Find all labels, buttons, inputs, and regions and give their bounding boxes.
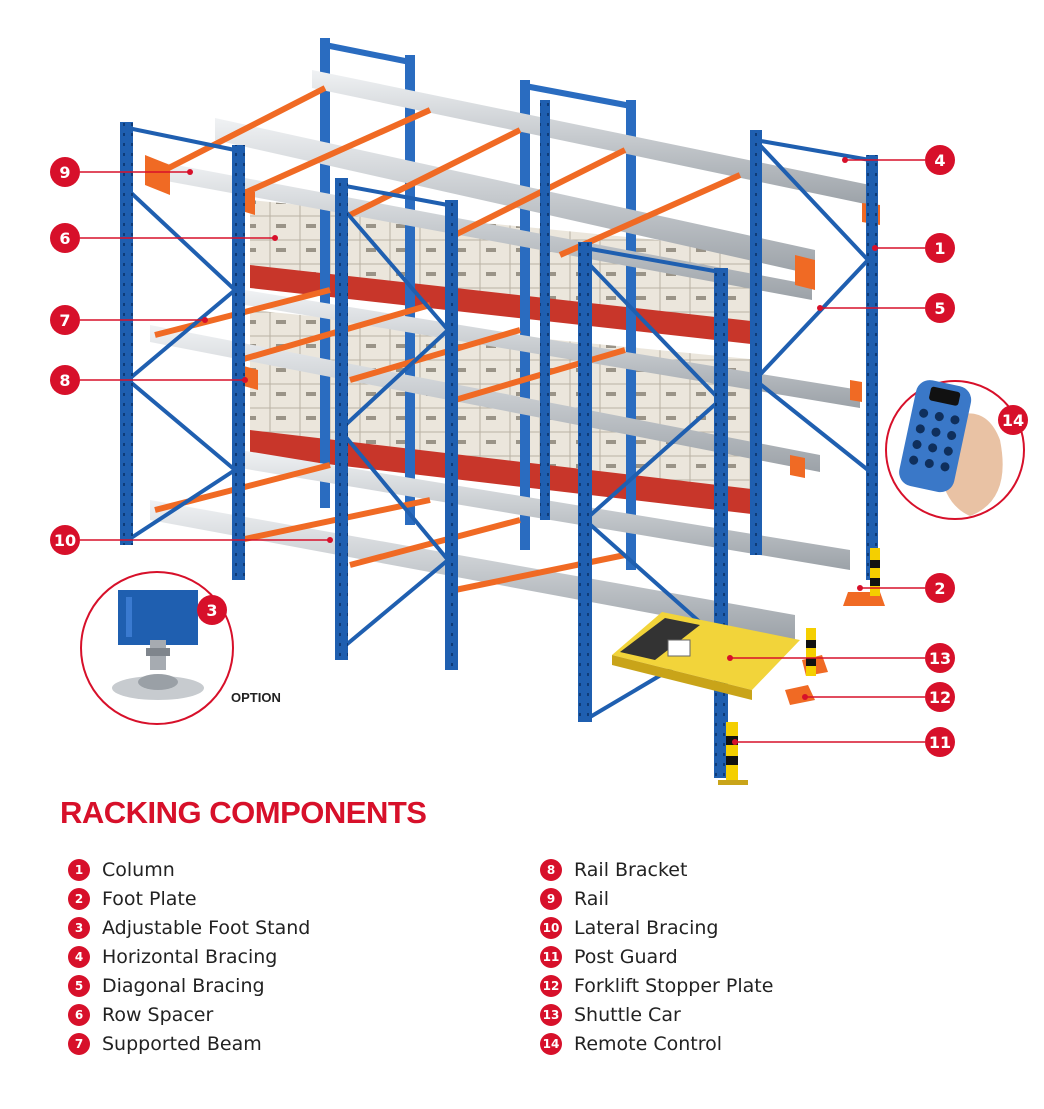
legend-item: 5 Diagonal Bracing (68, 971, 310, 1000)
legend-number: 9 (540, 887, 562, 910)
svg-text:1: 1 (934, 239, 945, 258)
rail (150, 500, 795, 640)
back-column (320, 38, 330, 508)
legend-item: 9 Rail (540, 884, 773, 913)
callout-marker: 9 (50, 157, 80, 187)
legend-label: Horizontal Bracing (102, 945, 278, 968)
callout-marker: 12 (925, 682, 955, 712)
legend-number: 10 (540, 916, 562, 939)
svg-text:10: 10 (54, 531, 76, 550)
legend-number: 11 (540, 945, 562, 968)
legend-item: 1 Column (68, 855, 310, 884)
callout-marker: 1 (925, 233, 955, 263)
racking-diagram: OPTION (50, 38, 1028, 785)
legend-left-column: 1 Column 2 Foot Plate 3 Adjustable Foot Sta… (68, 855, 310, 1058)
option-label: OPTION (231, 690, 281, 705)
legend-number: 8 (540, 858, 562, 881)
svg-text:3: 3 (206, 601, 217, 620)
callout-marker: 11 (925, 727, 955, 757)
legend-number: 13 (540, 1003, 562, 1026)
foot-stand-inset (80, 571, 234, 725)
columns (120, 100, 878, 778)
post-guards (718, 548, 880, 785)
back-column (626, 100, 636, 570)
svg-text:6: 6 (59, 229, 70, 248)
callout-marker: 3 (197, 595, 227, 625)
legend-label: Row Spacer (102, 1003, 214, 1026)
rail-top (312, 70, 870, 205)
legend-label: Supported Beam (102, 1032, 262, 1055)
legend-label: Foot Plate (102, 887, 197, 910)
legend-right-column: 8 Rail Bracket 9 Rail 10 Lateral Bracing 11… (540, 855, 773, 1058)
legend-label: Post Guard (574, 945, 678, 968)
svg-text:8: 8 (59, 371, 70, 390)
legend-label: Diagonal Bracing (102, 974, 265, 997)
legend-label: Adjustable Foot Stand (102, 916, 311, 939)
rail (150, 325, 820, 472)
legend-number: 14 (540, 1032, 562, 1055)
svg-text:9: 9 (59, 163, 70, 182)
legend-item: 12 Forklift Stopper Plate (540, 971, 773, 1000)
callout-marker: 10 (50, 525, 80, 555)
callout-marker: 14 (998, 405, 1028, 435)
callout-marker: 5 (925, 293, 955, 323)
rail (150, 160, 812, 300)
legend-item: 4 Horizontal Bracing (68, 942, 310, 971)
callout-marker: 8 (50, 365, 80, 395)
callout-marker: 13 (925, 643, 955, 673)
callout-lines (80, 159, 925, 743)
back-frame-top (524, 83, 632, 109)
legend-item: 7 Supported Beam (68, 1029, 310, 1058)
section-title: RACKING COMPONENTS (60, 795, 427, 830)
legend-item: 14 Remote Control (540, 1029, 773, 1058)
legend-item: 10 Lateral Bracing (540, 913, 773, 942)
back-column (520, 80, 530, 550)
legend-item: 8 Rail Bracket (540, 855, 773, 884)
callout-marker: 6 (50, 223, 80, 253)
svg-text:5: 5 (934, 299, 945, 318)
svg-text:14: 14 (1002, 411, 1024, 430)
legend-label: Column (102, 858, 175, 881)
svg-text:7: 7 (59, 311, 70, 330)
svg-text:13: 13 (929, 649, 951, 668)
legend-number: 2 (68, 887, 90, 910)
legend-number: 4 (68, 945, 90, 968)
legend-label: Remote Control (574, 1032, 723, 1055)
legend-item: 2 Foot Plate (68, 884, 310, 913)
back-frame-top (324, 42, 411, 65)
racking-structure (120, 38, 885, 785)
rail (215, 118, 815, 275)
legend-label: Shuttle Car (574, 1003, 681, 1026)
shuttle-car-graphic (612, 612, 800, 700)
legend-label: Rail (574, 887, 609, 910)
remote-control-inset (885, 380, 1025, 520)
legend-label: Forklift Stopper Plate (574, 974, 774, 997)
callout-marker: 2 (925, 573, 955, 603)
stopper-plate (785, 685, 815, 705)
legend-number: 3 (68, 916, 90, 939)
callout-marker: 7 (50, 305, 80, 335)
legend-number: 6 (68, 1003, 90, 1026)
legend-item: 13 Shuttle Car (540, 1000, 773, 1029)
legend-item: 6 Row Spacer (68, 1000, 310, 1029)
legend-item: 3 Adjustable Foot Stand (68, 913, 310, 942)
svg-text:11: 11 (929, 733, 951, 752)
rail (245, 290, 860, 408)
legend-number: 7 (68, 1032, 90, 1055)
callout-marker: 4 (925, 145, 955, 175)
legend-label: Rail Bracket (574, 858, 688, 881)
svg-text:12: 12 (929, 688, 951, 707)
legend-item: 11 Post Guard (540, 942, 773, 971)
svg-text:2: 2 (934, 579, 945, 598)
legend-label: Lateral Bracing (574, 916, 719, 939)
legend-number: 12 (540, 974, 562, 997)
svg-text:4: 4 (934, 151, 945, 170)
legend-number: 1 (68, 858, 90, 881)
legend-number: 5 (68, 974, 90, 997)
back-column (405, 55, 415, 525)
